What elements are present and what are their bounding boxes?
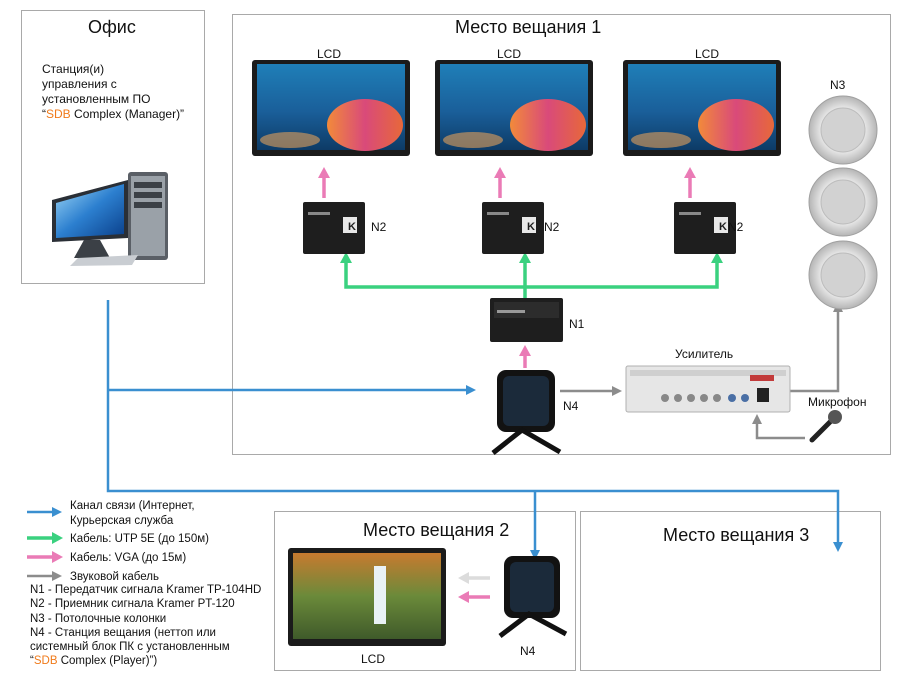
ceiling-speakers-icon — [808, 95, 878, 310]
lcd-site2-icon — [288, 548, 446, 646]
office-desc-line2: управления с — [42, 77, 117, 91]
lcd-1-icon — [252, 60, 410, 156]
office-description: Станция(и) управления с установленным ПО… — [42, 62, 184, 122]
site3-title: Место вещания 3 — [663, 525, 810, 545]
lcd-2-icon — [435, 60, 593, 156]
n2-label-3: N2 — [728, 220, 744, 234]
n4-nettop-site1-icon — [491, 370, 562, 455]
amplifier-label: Усилитель — [675, 347, 734, 361]
green-arrowheads — [340, 252, 723, 263]
pink-arrowheads — [318, 167, 696, 603]
legend-pink: Кабель: VGA (до 15м) — [70, 552, 187, 564]
legend-note-n1: N1 - Передатчик сигнала Kramer TP-104HD — [30, 584, 262, 596]
svg-text:K: K — [527, 221, 535, 233]
n3-label: N3 — [830, 78, 846, 92]
legend-brand-rest: Complex (Player)”) — [57, 655, 158, 667]
legend-brand: SDB — [33, 655, 58, 667]
microphone-label: Микрофон — [808, 395, 867, 409]
lcd-3-icon — [623, 60, 781, 156]
n2-label-2: N2 — [544, 220, 560, 234]
gray-light-arrowhead — [458, 572, 469, 584]
amplifier-icon — [625, 365, 791, 413]
n4-nettop-site2-icon — [498, 556, 568, 638]
legend-blue-line1: Канал связи (Интернет, — [70, 500, 195, 512]
lcd-2-label: LCD — [497, 47, 522, 61]
site2-title: Место вещания 2 — [363, 520, 510, 540]
n1-label: N1 — [569, 317, 585, 331]
n2-label-1: N2 — [371, 220, 387, 234]
lcd-3-label: LCD — [695, 47, 720, 61]
site3-box — [580, 511, 881, 671]
green-utp-lines — [344, 260, 719, 300]
legend-note-n2: N2 - Приемник сигнала Kramer PT-120 — [30, 598, 235, 610]
blue-arrowheads — [466, 385, 843, 560]
lcd-site2-label: LCD — [361, 652, 386, 666]
gray-audio-lines — [560, 310, 840, 440]
n4-label-site2: N4 — [520, 644, 536, 658]
legend-note-n4-line2: системный блок ПК с установленным — [30, 641, 230, 653]
office-desc-line1: Станция(и) — [42, 62, 105, 76]
legend-note-n4-line3: “SDB Complex (Player)”) — [30, 654, 157, 668]
n2-receiver-2-icon: K — [482, 202, 544, 254]
office-brand: SDB — [46, 107, 71, 121]
legend-note-n3: N3 - Потолочные колонки — [30, 613, 167, 625]
microphone-icon — [809, 410, 842, 443]
n1-transmitter-icon — [490, 298, 563, 342]
n2-receiver-1-icon: K — [303, 202, 365, 254]
office-brand-rest: Complex (Manager)” — [70, 107, 185, 121]
legend-blue-line2: Курьерская служба — [70, 515, 174, 527]
n4-label-site1: N4 — [563, 399, 579, 413]
legend-arrows — [27, 507, 63, 581]
office-title: Офис — [88, 17, 136, 37]
legend-green: Кабель: UTP 5E (до 150м) — [70, 533, 209, 545]
office-computer-icon — [52, 172, 168, 266]
blue-channel-lines — [106, 300, 840, 553]
n2-receiver-3-icon: K — [674, 202, 736, 254]
office-desc-line3: установленным ПО — [42, 92, 151, 106]
office-quote-open: “ — [42, 107, 46, 121]
svg-text:K: K — [348, 221, 356, 233]
svg-text:K: K — [719, 221, 727, 233]
office-desc-line4: “SDB Complex (Manager)” — [42, 107, 184, 122]
legend-quote-open: “ — [30, 655, 34, 667]
legend-note-n4-line1: N4 - Станция вещания (неттоп или — [30, 627, 216, 639]
legend-gray: Звуковой кабель — [70, 571, 159, 583]
site1-title: Место вещания 1 — [455, 17, 602, 37]
lcd-1-label: LCD — [317, 47, 342, 61]
